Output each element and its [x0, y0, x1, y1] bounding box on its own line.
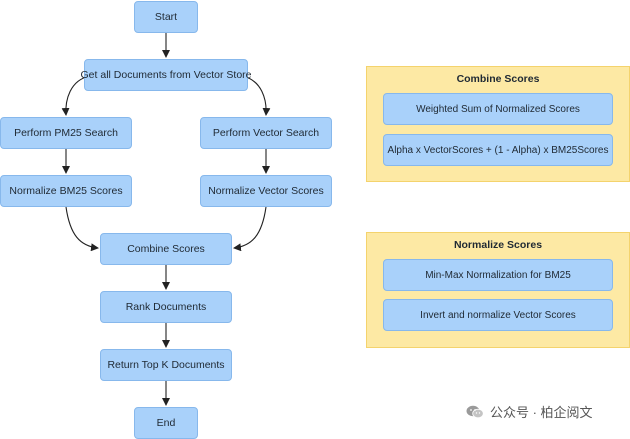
node-normalize-bm25: Normalize BM25 Scores: [0, 175, 132, 207]
edge-normalize-bm25-to-combine: [65, 206, 99, 252]
node-vector-search: Perform Vector Search: [200, 117, 332, 149]
normalize-panel-item: Min-Max Normalization for BM25: [383, 259, 613, 291]
edge-normalize-vector-to-combine: [233, 206, 267, 252]
watermark-text: 公众号 · 柏企阅文: [490, 405, 593, 420]
node-normalize-vector: Normalize Vector Scores: [200, 175, 332, 207]
node-rank-documents: Rank Documents: [100, 291, 232, 323]
combine-panel-title: Combine Scores: [456, 73, 540, 85]
node-get-documents: Get all Documents from Vector Store: [81, 59, 252, 91]
normalize-panel-title: Normalize Scores: [453, 239, 543, 251]
combine-panel-item: Alpha x VectorScores + (1 - Alpha) x BM2…: [383, 134, 613, 166]
combine-panel-item: Weighted Sum of Normalized Scores: [383, 93, 613, 125]
node-combine-scores: Combine Scores: [100, 233, 232, 265]
watermark: 公众号 · 柏企阅文: [466, 402, 593, 421]
node-pm25-search: Perform PM25 Search: [0, 117, 132, 149]
combine-scores-panel: Combine Scores Weighted Sum of Normalize…: [366, 66, 630, 182]
node-start: Start: [134, 1, 198, 33]
node-return-top-k: Return Top K Documents: [100, 349, 232, 381]
wechat-icon: [466, 405, 484, 418]
normalize-scores-panel: Normalize Scores Min-Max Normalization f…: [366, 232, 630, 348]
normalize-panel-item: Invert and normalize Vector Scores: [383, 299, 613, 331]
node-end: End: [134, 407, 198, 439]
